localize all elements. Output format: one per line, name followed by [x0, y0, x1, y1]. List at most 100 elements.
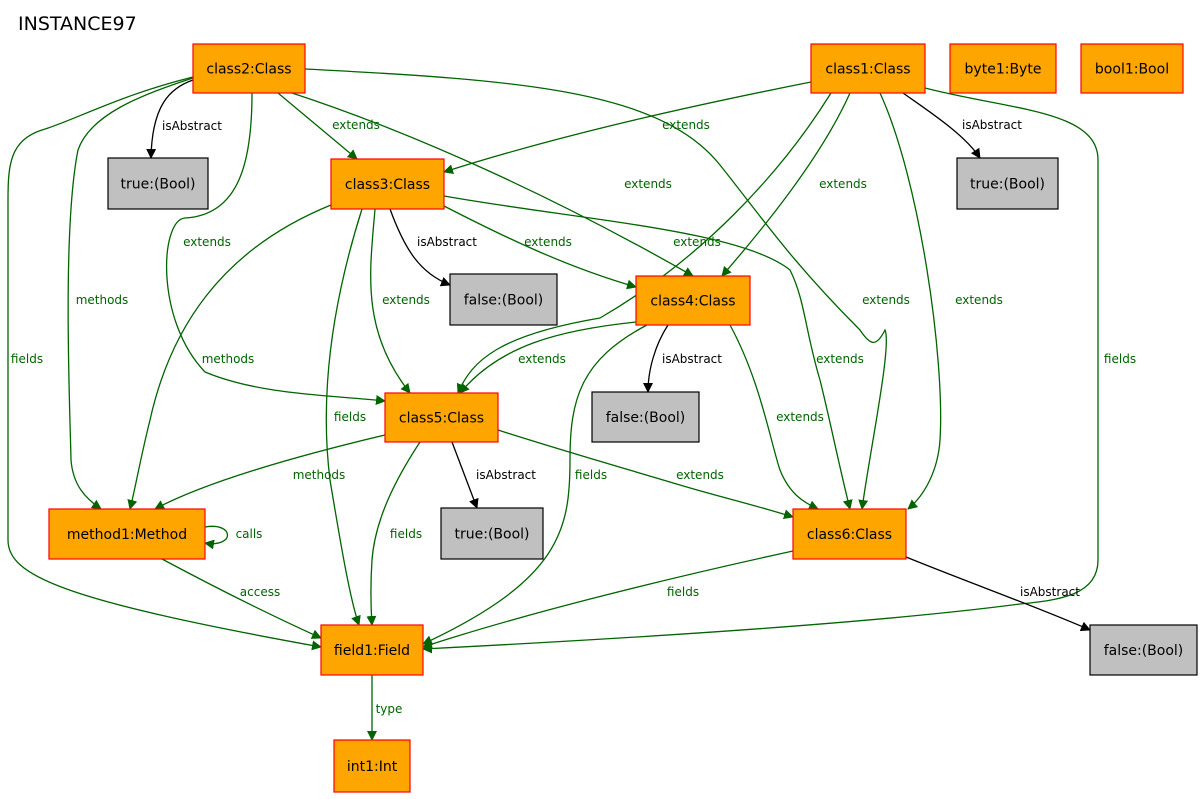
edge-label-extends: extends: [955, 293, 1003, 307]
edge-class1-to-class4: [721, 92, 851, 277]
edge-label-extends: extends: [624, 177, 672, 191]
node-label: byte1:Byte: [965, 62, 1042, 78]
node-label: class4:Class: [650, 294, 735, 310]
edge-class3-to-method1: [127, 204, 332, 510]
edge-class3-to-class5: [370, 208, 411, 394]
edge-label-isabstract: isAbstract: [1020, 585, 1080, 599]
edge-class2-to-true_a: [146, 79, 194, 159]
edge-label-methods: methods: [202, 352, 255, 366]
edge-class1-to-class6: [879, 92, 942, 510]
node-bool1[interactable]: bool1:Bool: [1080, 43, 1184, 94]
node-label: int1:Int: [347, 759, 398, 775]
node-class5[interactable]: class5:Class: [384, 392, 499, 443]
edge-label-extends: extends: [524, 235, 572, 249]
node-label: false:(Bool): [464, 293, 544, 309]
node-label: true:(Bool): [970, 177, 1045, 193]
edge-class1-to-field1: [422, 87, 1099, 654]
edge-class4-to-field1: [422, 324, 648, 645]
edge-labels-layer: isAbstract extends extends extends extends me…: [11, 118, 1136, 716]
node-box: [330, 158, 445, 210]
node-class1[interactable]: class1:Class: [810, 43, 926, 94]
node-byte1[interactable]: byte1:Byte: [949, 43, 1057, 94]
edge-label-fields: fields: [667, 585, 699, 599]
edge-class4-to-false_b: [643, 324, 669, 393]
edge-label-extends: extends: [382, 293, 430, 307]
node-box: [320, 624, 424, 676]
node-false-b[interactable]: false:(Bool): [591, 391, 700, 443]
edge-class5-to-true_c: [451, 441, 479, 509]
edge-class2-to-class4: [291, 92, 694, 277]
node-class6[interactable]: class6:Class: [792, 508, 907, 560]
node-class4[interactable]: class4:Class: [635, 275, 751, 326]
edge-class2-to-class6: [304, 68, 887, 510]
node-box: [591, 391, 700, 443]
edge-class4-to-class5: [459, 321, 637, 394]
node-class3[interactable]: class3:Class: [330, 158, 445, 210]
edge-label-isabstract: isAbstract: [162, 119, 222, 133]
edge-class6-to-field1: [422, 550, 794, 649]
edge-class1-to-true_b: [902, 92, 981, 159]
node-label: true:(Bool): [121, 177, 196, 193]
edge-label-fields: fields: [1104, 352, 1136, 366]
edge-label-extends: extends: [673, 235, 721, 249]
edge-label-extends: extends: [862, 293, 910, 307]
node-field1[interactable]: field1:Field: [320, 624, 424, 676]
edge-class2-to-field1: [7, 76, 322, 651]
node-label: class5:Class: [399, 411, 484, 427]
node-box: [48, 508, 206, 560]
node-label: class6:Class: [807, 527, 892, 543]
edge-label-extends: extends: [332, 118, 380, 132]
edge-label-isabstract: isAbstract: [476, 468, 536, 482]
edge-class5-to-field1: [366, 441, 421, 626]
edge-class2-to-class5: [165, 92, 386, 405]
edge-class5-to-method1: [154, 434, 386, 510]
node-label: false:(Bool): [1104, 643, 1184, 659]
node-box: [107, 157, 209, 210]
edge-label-extends: extends: [819, 177, 867, 191]
node-box: [956, 157, 1059, 210]
node-label: true:(Bool): [455, 527, 530, 543]
node-false-c[interactable]: false:(Bool): [1089, 624, 1198, 676]
node-box: [1089, 624, 1198, 676]
edge-class2-to-class3: [277, 92, 358, 160]
nodes-layer: class2:Class class1:Class byte1:Byte bool1:…: [48, 43, 1198, 793]
node-label: false:(Bool): [606, 410, 686, 426]
node-true-a[interactable]: true:(Bool): [107, 157, 209, 210]
node-method1[interactable]: method1:Method: [48, 508, 206, 560]
edge-class1-to-class5: [456, 92, 832, 394]
edge-class6-to-false_c: [905, 556, 1091, 631]
node-label: class1:Class: [825, 62, 910, 78]
node-true-c[interactable]: true:(Bool): [440, 507, 544, 560]
edge-class3-to-false_a: [389, 208, 451, 287]
edge-class3-to-field1: [325, 208, 363, 626]
edge-label-access: access: [240, 585, 280, 599]
node-box: [949, 43, 1057, 94]
node-label: field1:Field: [334, 643, 410, 659]
node-true-b[interactable]: true:(Bool): [956, 157, 1059, 210]
edge-class3-to-class6: [443, 195, 853, 510]
edge-label-fields: fields: [334, 410, 366, 424]
edge-label-extends: extends: [816, 352, 864, 366]
node-box: [449, 273, 558, 326]
edge-label-extends: extends: [183, 235, 231, 249]
node-box: [635, 275, 751, 326]
edge-label-methods: methods: [76, 293, 129, 307]
edge-label-isabstract: isAbstract: [417, 235, 477, 249]
node-box: [810, 43, 926, 94]
edge-method1-to-field1: [161, 558, 322, 639]
edge-class1-to-class3: [443, 81, 812, 175]
edge-label-type: type: [376, 702, 403, 716]
edge-class3-to-class4: [443, 205, 637, 290]
edge-label-extends: extends: [662, 118, 710, 132]
node-label: method1:Method: [67, 527, 187, 543]
node-label: class3:Class: [345, 177, 430, 193]
diagram-title: INSTANCE97: [18, 13, 137, 35]
node-box: [192, 43, 306, 94]
edge-class4-to-class6: [729, 324, 819, 510]
node-box: [1080, 43, 1184, 94]
node-false-a[interactable]: false:(Bool): [449, 273, 558, 326]
node-int1[interactable]: int1:Int: [333, 739, 411, 793]
edge-label-fields: fields: [11, 352, 43, 366]
node-class2[interactable]: class2:Class: [192, 43, 306, 94]
